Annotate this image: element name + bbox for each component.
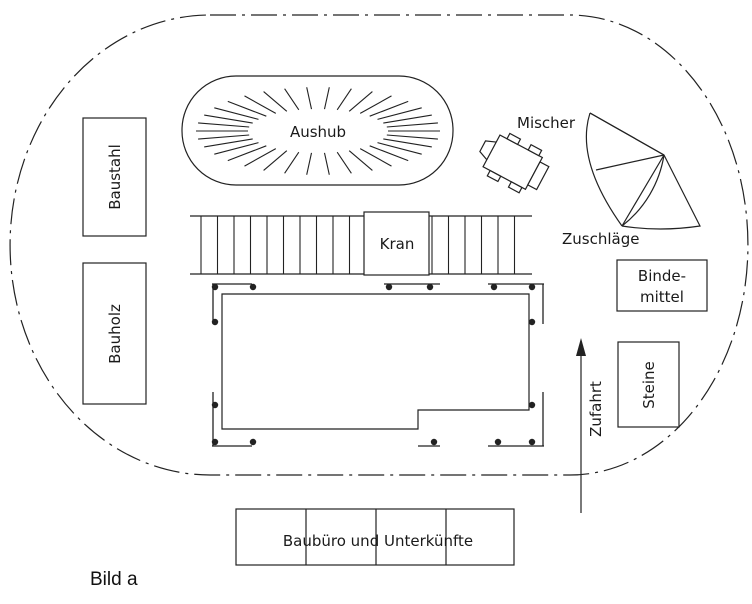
bindemittel-label-line2: mittel: [640, 288, 684, 306]
aushub-ray: [306, 87, 313, 110]
scaffold-post: [211, 401, 219, 409]
baubuero-label: Baubüro und Unterkünfte: [283, 532, 473, 550]
aushub-ray: [348, 91, 373, 112]
aushub-ray: [284, 151, 300, 174]
kran-label: Kran: [380, 235, 415, 253]
aushub-ray: [214, 107, 259, 120]
aushub-ray: [214, 142, 259, 155]
scaffold-post: [426, 283, 434, 291]
aushub-rays: [196, 87, 440, 175]
aushub-ray: [244, 95, 277, 114]
steine-label: Steine: [640, 361, 658, 409]
aushub-ray: [369, 100, 409, 117]
scaffold-post: [211, 283, 219, 291]
aushub-ray: [244, 148, 277, 167]
mischer-machine: Mischer: [479, 114, 576, 194]
aushub-ray: [306, 152, 313, 175]
scaffold-post: [430, 438, 438, 446]
zuschlaege-label: Zuschläge: [562, 230, 639, 248]
baubuero-building: Baubüro und Unterkünfte: [235, 508, 515, 566]
kran-crane: Kran: [363, 211, 430, 276]
site-boundary: [9, 14, 749, 476]
bindemittel-label-line1: Binde-: [638, 267, 686, 285]
aushub-area: Aushub: [181, 75, 454, 186]
aushub-ray: [198, 134, 250, 140]
crane-track: [190, 215, 532, 275]
aushub-label: Aushub: [290, 123, 346, 141]
aushub-ray: [284, 88, 300, 111]
scaffold-post: [211, 318, 219, 326]
scaffold-post: [385, 283, 393, 291]
aushub-ray: [386, 134, 438, 140]
scaffold-marks: [211, 283, 544, 447]
zuschlaege-area: Zuschläge: [562, 112, 701, 248]
scaffold-post: [249, 438, 257, 446]
scaffold-post: [528, 401, 536, 409]
aushub-ray: [227, 145, 267, 162]
aushub-ray: [377, 107, 422, 120]
aushub-ray: [323, 152, 330, 175]
aushub-ray: [204, 114, 253, 124]
aushub-ray: [359, 148, 392, 167]
bauholz-storage: Bauholz: [82, 262, 147, 405]
figure-caption: Bild a: [90, 569, 138, 590]
aushub-ray: [359, 95, 392, 114]
baustahl-label: Baustahl: [106, 144, 124, 210]
scaffold-post: [528, 438, 536, 446]
aushub-ray: [323, 87, 330, 110]
zufahrt-arrow: Zufahrt: [576, 338, 605, 513]
steine-storage: Steine: [617, 341, 680, 428]
aushub-ray: [263, 150, 288, 171]
aushub-ray: [336, 151, 352, 174]
scaffold-post: [528, 283, 536, 291]
scaffold-post: [249, 283, 257, 291]
baustahl-storage: Baustahl: [82, 117, 147, 237]
mischer-label: Mischer: [517, 114, 576, 132]
bauholz-label: Bauholz: [106, 304, 124, 364]
aushub-ray: [386, 122, 438, 128]
scaffold-post: [494, 438, 502, 446]
arrow-head-icon: [576, 338, 586, 356]
aushub-ray: [227, 100, 267, 117]
scaffold-post: [490, 283, 498, 291]
aushub-ray: [383, 138, 432, 148]
bindemittel-storage: Binde- mittel: [616, 259, 708, 312]
aushub-ray: [204, 138, 253, 148]
track-sleepers: [200, 216, 516, 274]
building-footprint: [211, 283, 544, 447]
aushub-ray: [198, 122, 250, 128]
aushub-ray: [377, 142, 422, 155]
aushub-ray: [336, 88, 352, 111]
aushub-ray: [348, 150, 373, 171]
scaffold-post: [528, 318, 536, 326]
aushub-ray: [369, 145, 409, 162]
scaffold-post: [211, 438, 219, 446]
aushub-ray: [263, 91, 288, 112]
aushub-ray: [383, 114, 432, 124]
zufahrt-label: Zufahrt: [587, 381, 605, 437]
